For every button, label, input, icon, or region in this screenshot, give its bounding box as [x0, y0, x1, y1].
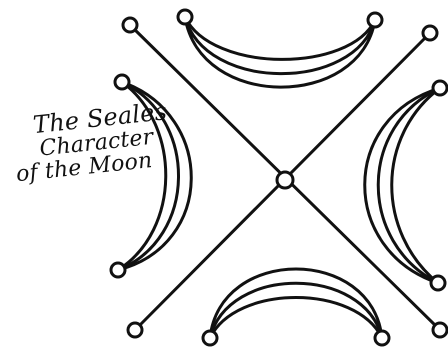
node-right-crescent-bottom	[431, 276, 445, 290]
crescent-bottom	[210, 269, 382, 338]
crescent-right	[365, 88, 440, 283]
node-left-crescent-top	[115, 75, 129, 89]
node-top-left-end	[123, 18, 137, 32]
node-top-crescent-left	[178, 10, 192, 24]
node-bottom-right-end	[433, 323, 447, 337]
crescent-top	[185, 17, 375, 87]
node-bottom-crescent-left	[203, 331, 217, 345]
node-right-crescent-top	[433, 81, 447, 95]
node-left-crescent-bottom	[111, 263, 125, 277]
node-top-right-end	[423, 26, 437, 40]
center-node	[277, 172, 293, 188]
node-bottom-left-end	[128, 323, 142, 337]
node-bottom-crescent-right	[375, 331, 389, 345]
node-top-crescent-right	[368, 13, 382, 27]
diagram-caption: The Seales Character of the Moon	[6, 100, 163, 187]
